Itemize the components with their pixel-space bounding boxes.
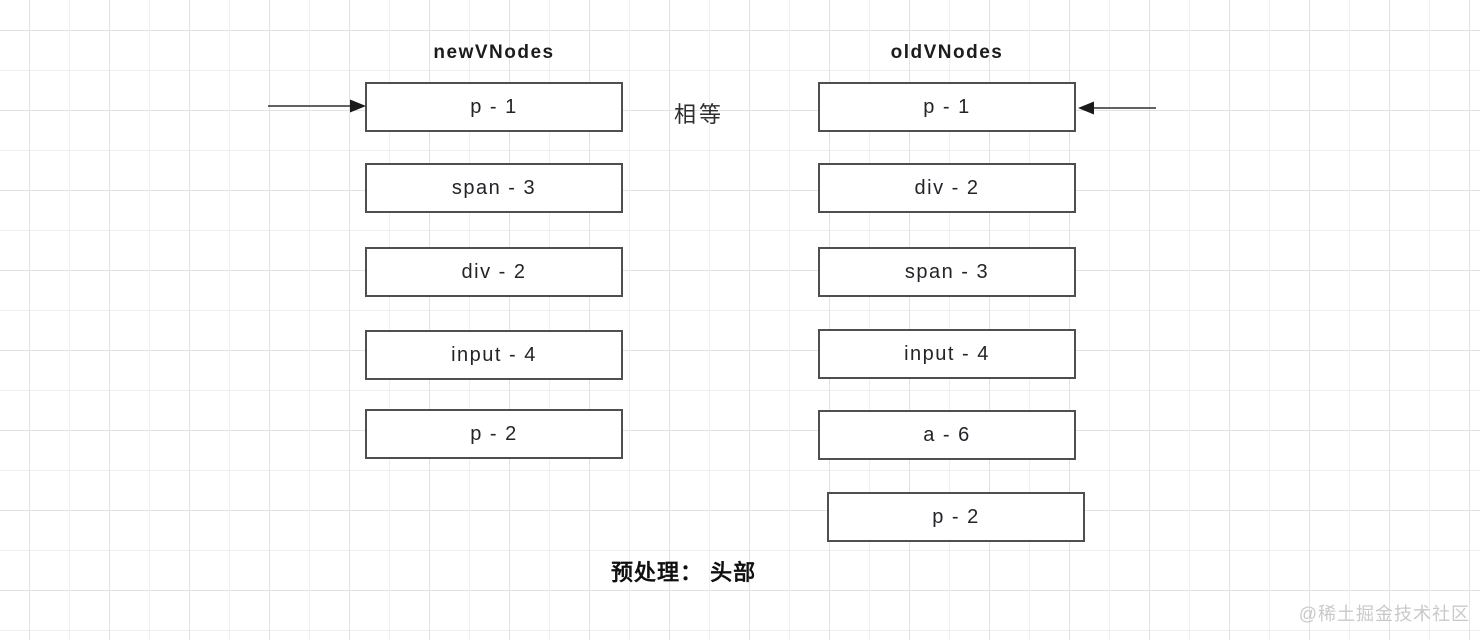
new-vnode-box-p-1: p - 1 (365, 82, 623, 132)
old-vnode-box-a-6: a - 6 (818, 410, 1076, 460)
arrow-left-icon (1078, 101, 1156, 115)
old-vnodes-title: oldVNodes (890, 42, 1004, 63)
old-vnode-box-p-1: p - 1 (818, 82, 1076, 132)
old-vnode-box-input-4: input - 4 (818, 329, 1076, 379)
new-vnode-box-p-2: p - 2 (365, 409, 623, 459)
arrow-right-icon (268, 99, 366, 113)
new-vnode-box-span-3: span - 3 (365, 163, 623, 213)
old-vnode-box-span-3: span - 3 (818, 247, 1076, 297)
new-vnode-box-input-4: input - 4 (365, 330, 623, 380)
new-vnodes-title: newVNodes (433, 42, 555, 63)
equal-label: 相等 (674, 102, 725, 127)
old-vnode-box-div-2: div - 2 (818, 163, 1076, 213)
old-vnode-box-p-2: p - 2 (827, 492, 1085, 542)
diagram-caption: 预处理： 头部 (611, 560, 757, 585)
new-vnode-box-div-2: div - 2 (365, 247, 623, 297)
watermark: @稀土掘金技术社区 (1298, 604, 1470, 624)
